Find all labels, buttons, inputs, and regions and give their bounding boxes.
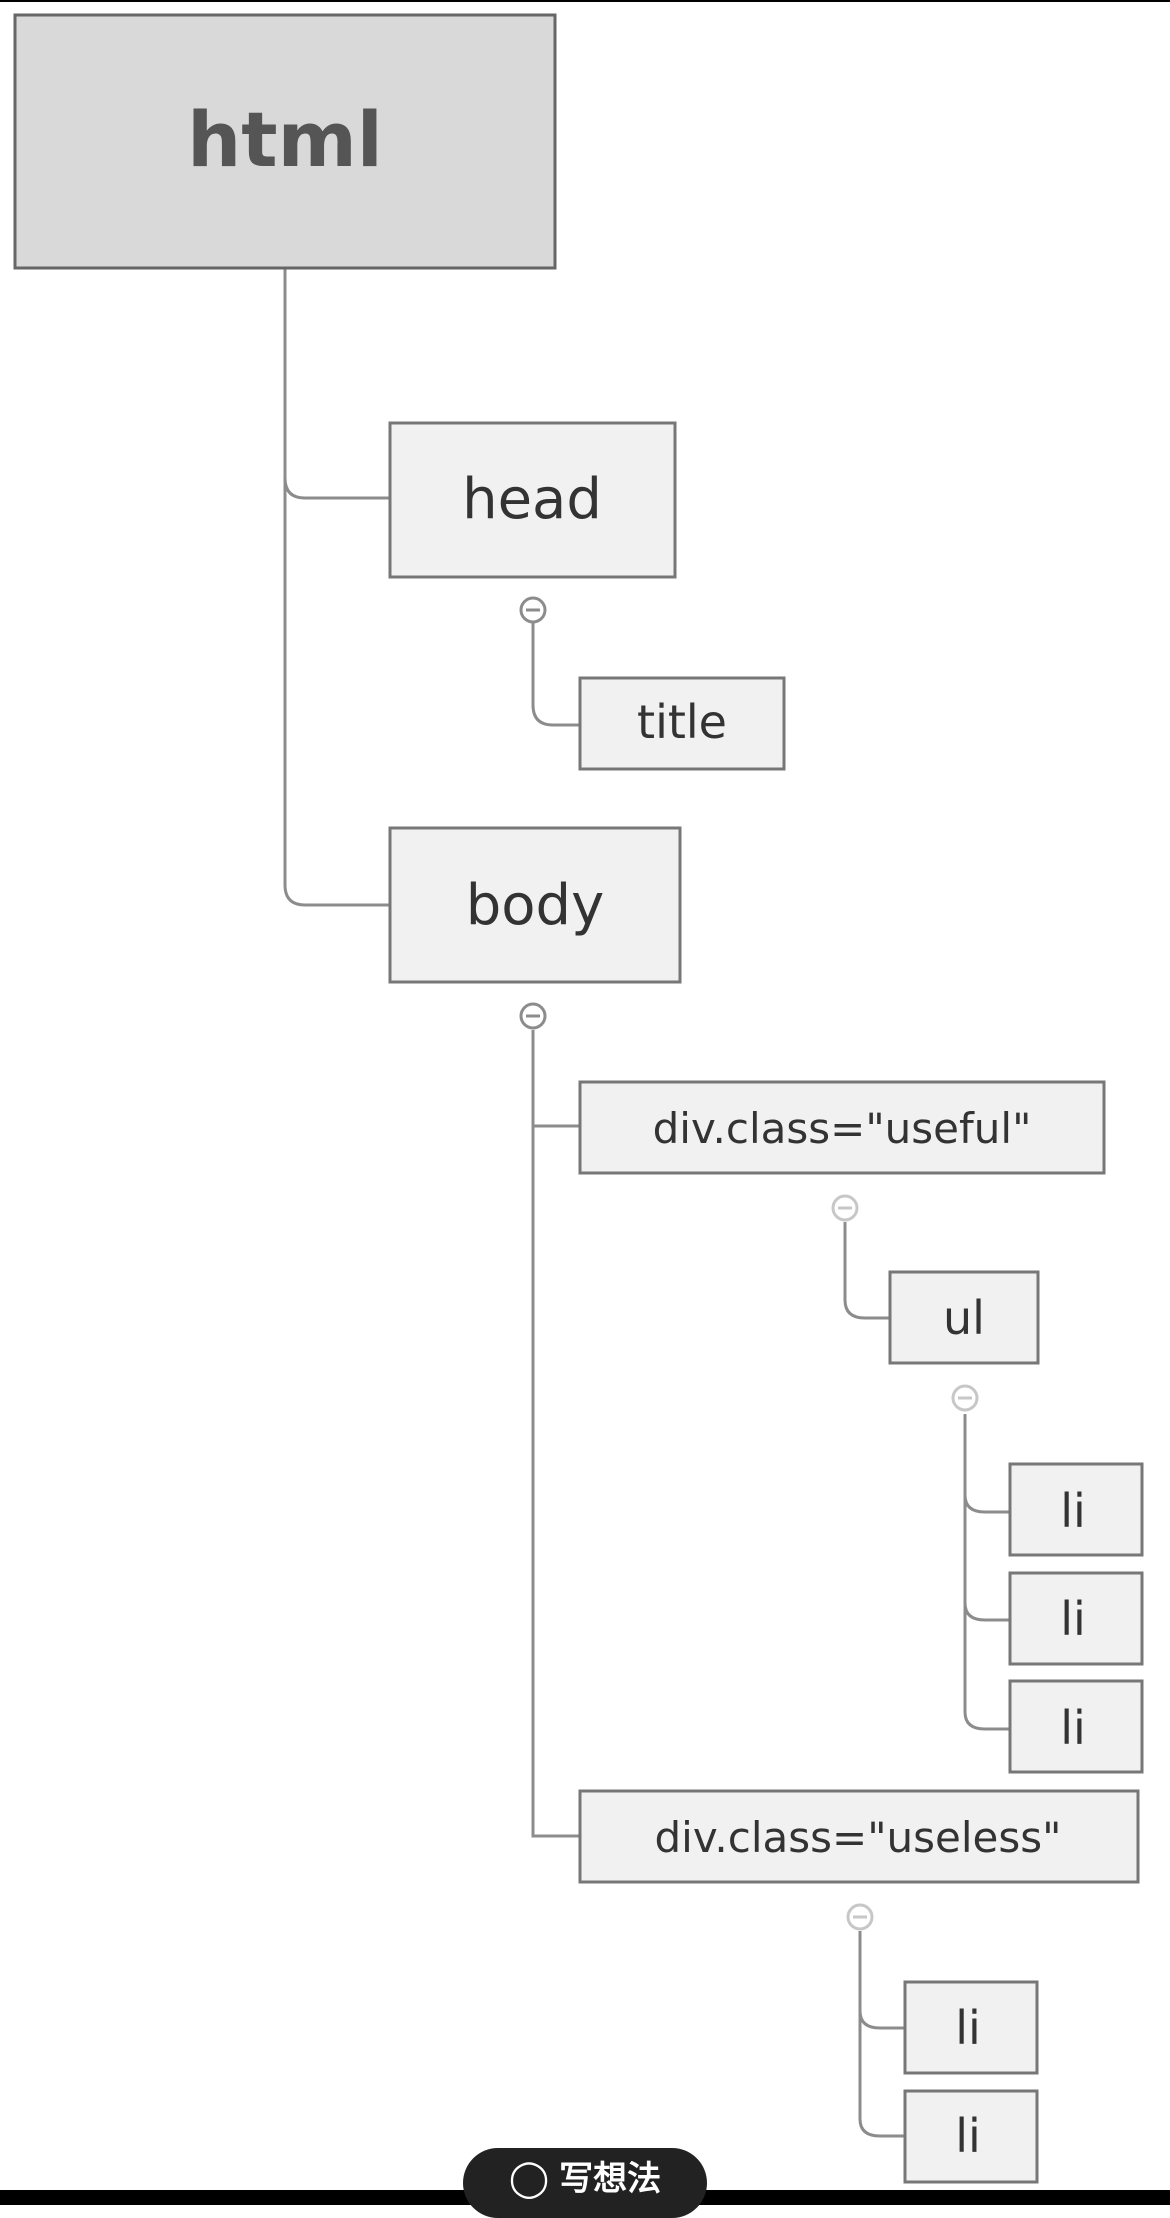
collapse-body-icon[interactable] — [519, 1002, 547, 1030]
collapse-div-useless-icon[interactable] — [846, 1903, 874, 1931]
node-useful-li-3-label: li — [1060, 1701, 1086, 1755]
node-ul-label: ul — [943, 1291, 985, 1345]
node-useless-li-1[interactable]: li — [903, 1980, 1039, 2075]
node-useful-li-3[interactable]: li — [1008, 1679, 1144, 1774]
node-ul[interactable]: ul — [888, 1270, 1040, 1365]
node-head-label: head — [462, 467, 602, 532]
collapse-div-useful-icon[interactable] — [831, 1194, 859, 1222]
node-body-label: body — [466, 873, 605, 938]
node-title-label: title — [637, 695, 727, 749]
search-icon: ◯ — [508, 2158, 550, 2199]
write-thought-label: 写想法 — [559, 2159, 662, 2199]
node-useful-li-2-label: li — [1060, 1592, 1086, 1646]
node-div-useless[interactable]: div.class="useless" — [578, 1789, 1140, 1884]
collapse-head-icon[interactable] — [519, 596, 547, 624]
node-useful-li-2[interactable]: li — [1008, 1571, 1144, 1666]
node-useful-li-1-label: li — [1060, 1484, 1086, 1538]
node-useless-li-2-label: li — [955, 2109, 981, 2163]
write-thought-button[interactable]: ◯ 写想法 — [463, 2148, 707, 2218]
connectors — [283, 268, 1010, 2138]
node-div-useful-label: div.class="useful" — [653, 1104, 1032, 1153]
node-html[interactable]: html — [13, 13, 557, 270]
node-div-useless-label: div.class="useless" — [655, 1813, 1062, 1862]
collapse-toggles — [519, 596, 979, 1931]
node-html-label: html — [187, 95, 383, 184]
collapse-ul-icon[interactable] — [951, 1384, 979, 1412]
node-useless-li-2[interactable]: li — [903, 2089, 1039, 2184]
node-useless-li-1-label: li — [955, 2001, 981, 2055]
node-useful-li-1[interactable]: li — [1008, 1462, 1144, 1557]
node-head[interactable]: head — [388, 421, 677, 579]
node-div-useful[interactable]: div.class="useful" — [578, 1080, 1106, 1175]
node-title[interactable]: title — [578, 676, 786, 771]
node-body[interactable]: body — [388, 826, 682, 984]
